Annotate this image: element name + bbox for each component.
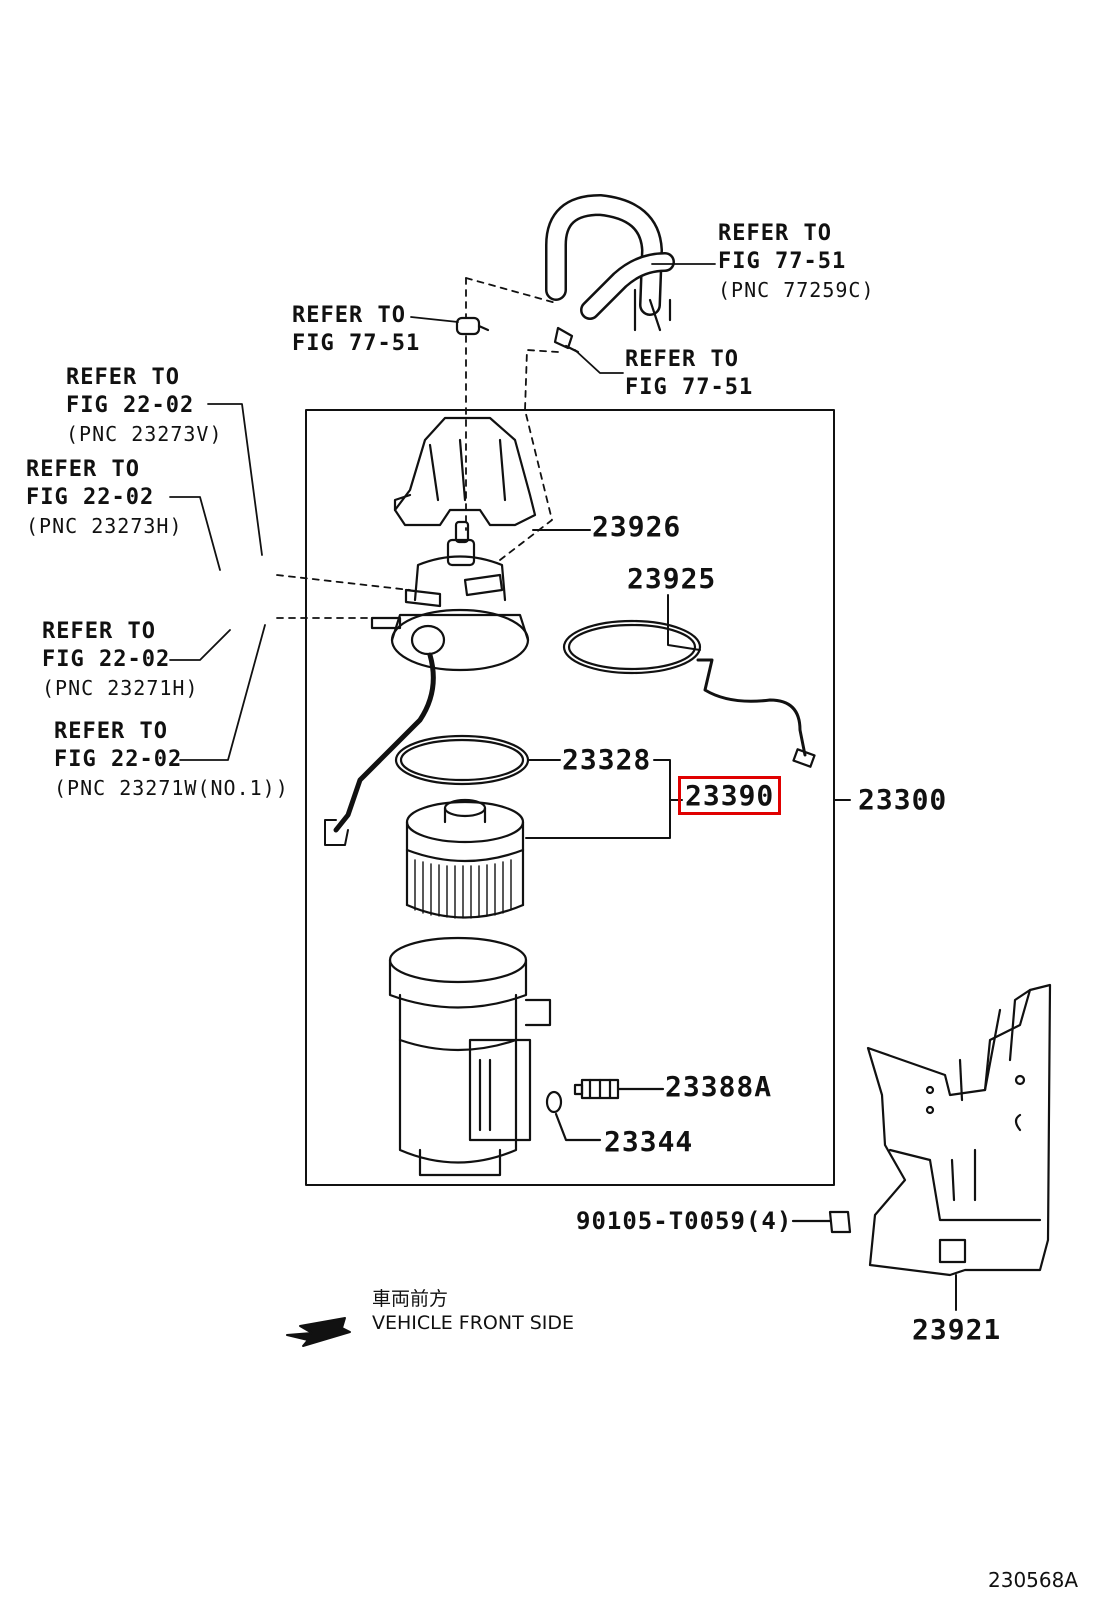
part-23328[interactable]: 23328 [562,743,652,776]
refer-fig: FIG 77-51 [292,331,421,356]
figure-id: 230568A [988,1568,1079,1592]
assembly-box [305,409,835,1186]
sensor-wire-icon [696,658,807,757]
wire-icon [333,652,436,833]
refer-fig: FIG 22-02 [66,393,195,418]
refer-line: REFER TO [26,457,140,482]
clamp-icon [455,316,580,354]
filter-element-icon [405,798,525,919]
refer-fig: FIG 77-51 [625,375,754,400]
refer-pnc: (PNC 23271W(NO.1)) [54,776,289,800]
refer-label-23271h: REFER TO FIG 22-02 (PNC 23271H) [42,618,199,703]
refer-line: REFER TO [54,719,168,744]
front-side-jp: 車両前方 [372,1288,449,1310]
drain-plug-icon [573,1078,620,1100]
refer-fig: FIG 22-02 [42,647,171,672]
refer-label-23271w: REFER TO FIG 22-02 (PNC 23271W(NO.1)) [54,718,289,803]
part-90105-t0059[interactable]: 90105-T0059(4) [576,1207,793,1235]
refer-pnc: (PNC 23273V) [66,422,223,446]
bolt-icon [791,1210,852,1234]
refer-line: REFER TO [625,347,739,372]
part-23344[interactable]: 23344 [604,1125,694,1158]
bracket-icon [866,983,1052,1277]
refer-line: REFER TO [718,221,832,246]
small-o-ring-icon [545,1090,563,1114]
part-23390-highlighted[interactable]: 23390 [678,776,782,815]
front-side-en: VEHICLE FRONT SIDE [372,1312,575,1334]
part-23300[interactable]: 23300 [858,783,948,816]
refer-line: REFER TO [292,303,406,328]
part-23925[interactable]: 23925 [627,562,717,595]
refer-label-clamp-right: REFER TO FIG 77-51 [625,346,753,402]
part-23926[interactable]: 23926 [592,510,682,543]
front-arrow-icon [286,1317,351,1347]
refer-fig: FIG 77-51 [718,249,847,274]
refer-pnc: (PNC 23271H) [42,676,199,700]
refer-line: REFER TO [42,619,156,644]
part-23388a[interactable]: 23388A [665,1070,773,1103]
refer-label-hose: REFER TO FIG 77-51 (PNC 77259C) [718,220,875,305]
refer-pnc: (PNC 77259C) [718,278,875,302]
refer-fig: FIG 22-02 [54,747,183,772]
filter-head-icon [370,520,530,672]
refer-label-23273h: REFER TO FIG 22-02 (PNC 23273H) [26,456,183,541]
filter-bowl-icon [388,936,552,1177]
gasket-icon [394,734,530,786]
hose-icon [545,194,675,332]
refer-pnc: (PNC 23273H) [26,514,183,538]
refer-fig: FIG 22-02 [26,485,155,510]
filter-cap-icon [393,416,537,527]
part-23921[interactable]: 23921 [912,1313,1002,1346]
refer-label-clamp-left: REFER TO FIG 77-51 [292,302,420,358]
o-ring-icon [562,619,702,675]
refer-label-23273v: REFER TO FIG 22-02 (PNC 23273V) [66,364,223,449]
refer-line: REFER TO [66,365,180,390]
